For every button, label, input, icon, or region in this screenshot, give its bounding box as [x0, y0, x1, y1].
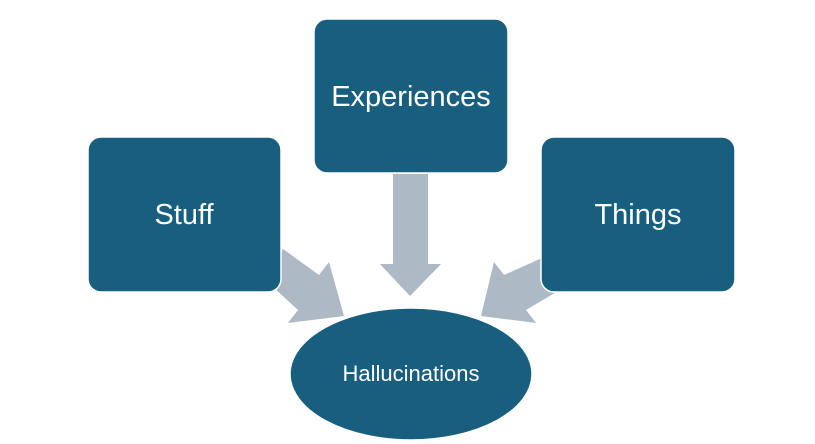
arrow-stuff-to-hallucinations: [262, 249, 344, 323]
node-things: Things: [540, 136, 736, 293]
node-experiences-box: [313, 18, 509, 174]
node-hallucinations-label: Hallucinations: [343, 361, 480, 386]
node-stuff-box: [87, 136, 282, 293]
node-things-label: Things: [594, 199, 681, 231]
node-stuff-label: Stuff: [154, 199, 214, 231]
node-stuff: Stuff: [87, 136, 282, 293]
arrow-experiences-to-hallucinations: [380, 174, 441, 296]
node-hallucinations: Hallucinations: [289, 307, 533, 441]
node-experiences-label: Experiences: [331, 81, 491, 113]
node-hallucinations-ellipse: [289, 307, 533, 441]
node-things-box: [540, 136, 736, 293]
node-experiences: Experiences: [313, 18, 509, 174]
